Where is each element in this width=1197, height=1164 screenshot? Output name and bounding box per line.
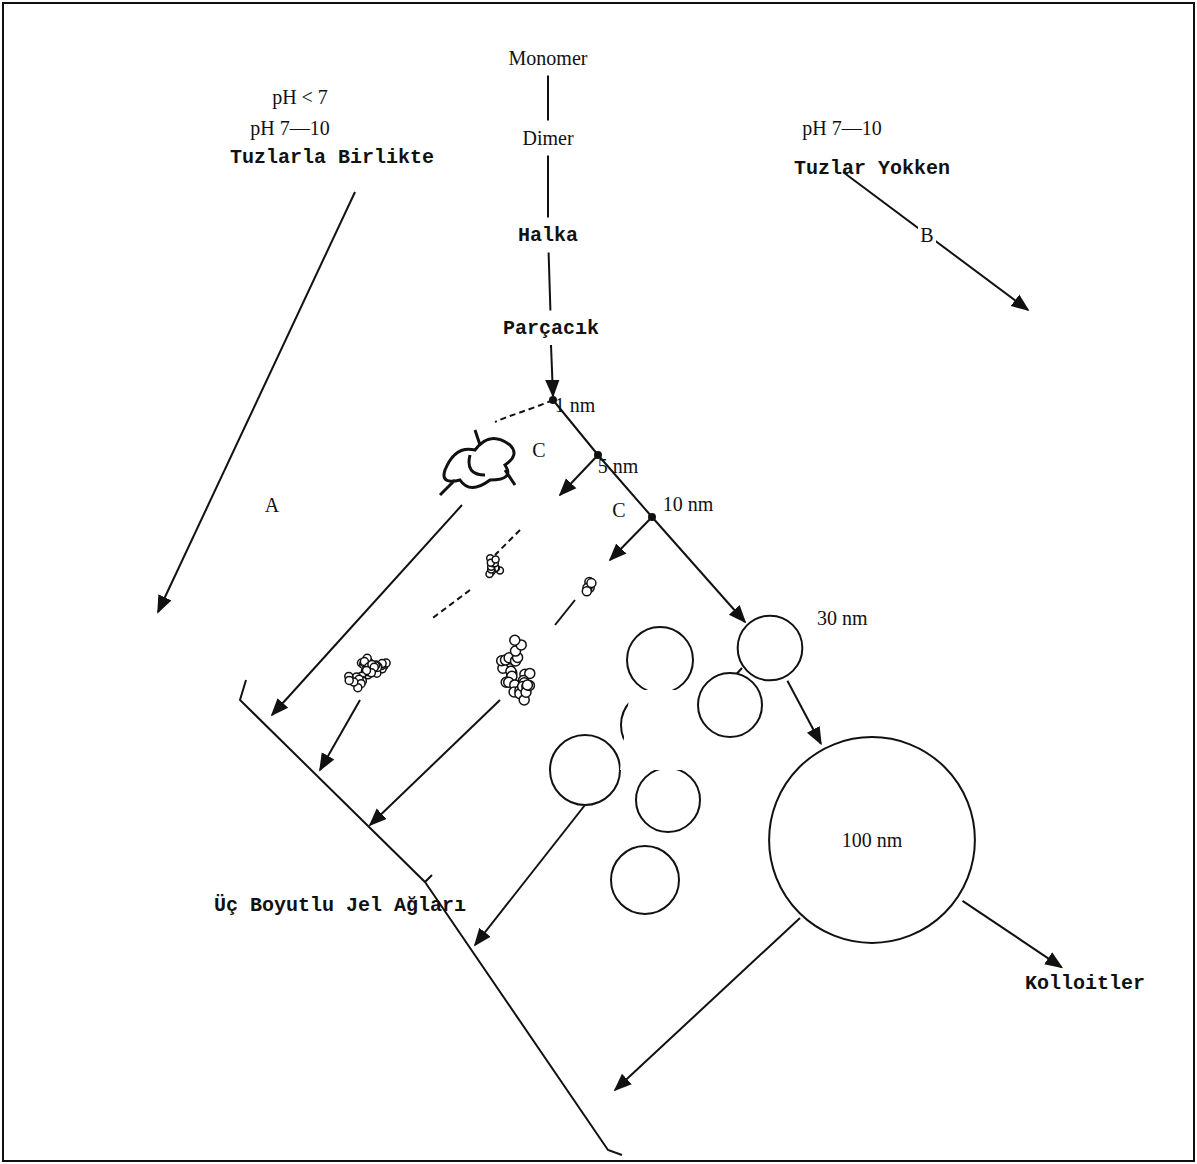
annotation-label: B xyxy=(918,224,935,247)
branch-arrow xyxy=(272,505,462,715)
branch-arrow xyxy=(610,517,652,560)
particle-circle: 30 nm xyxy=(737,615,803,681)
sphere-aggregate xyxy=(550,627,762,914)
particle xyxy=(582,587,591,596)
gel-bracket xyxy=(240,680,622,1155)
annotation-label: pH 7—10 xyxy=(802,117,881,140)
node-text: 100 nm xyxy=(842,829,903,852)
particle xyxy=(510,635,520,645)
stage-node: Dimer xyxy=(518,125,577,152)
connector xyxy=(547,156,549,218)
particle xyxy=(345,676,353,684)
annotation-label: Tuzlarla Birlikte xyxy=(230,146,434,169)
node-text: Monomer xyxy=(509,47,588,70)
connector xyxy=(547,76,549,121)
branch-arrow xyxy=(370,700,500,825)
stage-node: Monomer xyxy=(505,45,592,72)
annotation-label: 1 nm xyxy=(555,394,596,417)
particle xyxy=(492,556,499,563)
node-text: Dimer xyxy=(522,127,573,150)
connector xyxy=(549,253,551,311)
stage-node: Kolloitler xyxy=(1021,970,1149,997)
annotation-label: pH 7—10 xyxy=(250,117,329,140)
connector xyxy=(963,901,1062,968)
path-b-arrow xyxy=(843,172,1028,310)
stage-node: Parçacık xyxy=(499,315,603,342)
node-text: Halka xyxy=(518,224,578,247)
growth-arrow xyxy=(652,517,745,622)
annotation-label: 5 nm xyxy=(598,455,639,478)
annotation-label: C xyxy=(610,499,627,522)
branch-arrow xyxy=(320,700,360,770)
trunk-arrow xyxy=(551,345,553,396)
node-text: Kolloitler xyxy=(1025,972,1145,995)
node-text: Parçacık xyxy=(503,317,599,340)
growth-line xyxy=(553,400,652,517)
polymer-network xyxy=(440,430,515,495)
annotation-label: Tuzlar Yokken xyxy=(794,157,950,180)
annotation-label: Üç Boyutlu Jel Ağları xyxy=(214,894,466,917)
branch-arrow xyxy=(560,455,598,495)
particle xyxy=(522,680,532,690)
annotation-label: C xyxy=(530,439,547,462)
connector xyxy=(787,681,821,744)
annotation-label: pH < 7 xyxy=(272,86,328,109)
node-text: 30 nm xyxy=(817,607,868,630)
circle-outline xyxy=(737,615,803,681)
annotation-label: A xyxy=(263,494,281,517)
branch-line xyxy=(495,400,553,422)
particle-circle: 100 nm xyxy=(767,735,977,945)
stage-node: Halka xyxy=(514,222,582,249)
frame xyxy=(3,3,1194,1161)
branch-arrow xyxy=(615,918,800,1090)
branch-arrow xyxy=(475,805,585,945)
path-a-arrow xyxy=(158,192,355,612)
annotation-label: 10 nm xyxy=(663,493,714,516)
